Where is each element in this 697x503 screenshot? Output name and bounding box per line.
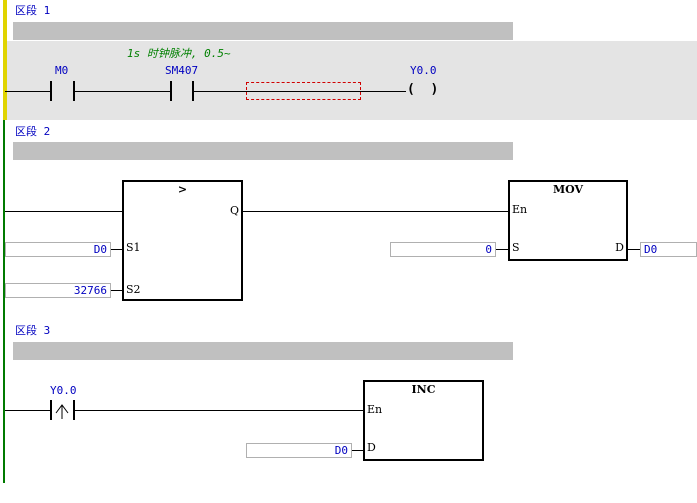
wire [5, 91, 50, 92]
coil-y00-label: Y0.0 [410, 64, 437, 77]
active-network-marker [3, 0, 7, 120]
compare-greater-block[interactable]: > S1 S2 Q [122, 180, 243, 301]
pin-d: D [367, 441, 376, 454]
coil-y00[interactable]: ( ) [407, 82, 439, 97]
rising-edge-arrow-icon [55, 404, 69, 419]
wire [75, 91, 170, 92]
pin-en: En [512, 203, 528, 216]
contact-y00-label: Y0.0 [50, 384, 77, 397]
s1-operand-field[interactable]: D0 [5, 242, 111, 257]
power-rail [3, 0, 5, 483]
wire [5, 211, 123, 212]
network-2-label[interactable]: 区段 2 [15, 125, 51, 138]
wire [111, 290, 123, 291]
inc-block[interactable]: INC En D [363, 380, 484, 461]
contact-m0-label: M0 [55, 64, 69, 77]
pin-s2: S2 [126, 283, 141, 296]
mov-d-operand-field[interactable]: D0 [640, 242, 697, 257]
contact-bar [170, 81, 172, 101]
wire [111, 249, 123, 250]
network-3-label[interactable]: 区段 3 [15, 324, 51, 337]
pin-q: Q [229, 204, 239, 217]
selection-cursor[interactable] [246, 82, 361, 100]
selected-network-highlight [7, 41, 697, 120]
contact-bar [73, 81, 75, 101]
contact-bar [73, 400, 75, 420]
pin-en: En [367, 403, 383, 416]
s2-operand-field[interactable]: 32766 [5, 283, 111, 298]
wire [352, 450, 364, 451]
wire [194, 91, 406, 92]
block-title: > [177, 183, 188, 196]
wire [243, 211, 509, 212]
block-title: INC [411, 383, 436, 396]
mov-s-operand-field[interactable]: 0 [390, 242, 496, 257]
block-title: MOV [552, 183, 584, 196]
contact-bar [192, 81, 194, 101]
contact-bar [50, 400, 52, 420]
pin-s: S [512, 241, 520, 254]
contact-bar [50, 81, 52, 101]
pin-d: D [615, 241, 624, 254]
contact-sm407-label: SM407 [165, 64, 199, 77]
wire [75, 410, 364, 411]
wire [5, 410, 50, 411]
network-3-comment-bar[interactable] [13, 342, 513, 360]
pin-s1: S1 [126, 241, 141, 254]
network-1-label[interactable]: 区段 1 [15, 4, 51, 17]
wire [628, 249, 640, 250]
network-2-comment-bar[interactable] [13, 142, 513, 160]
inc-d-operand-field[interactable]: D0 [246, 443, 352, 458]
mov-block[interactable]: MOV En S D [508, 180, 628, 261]
wire [496, 249, 509, 250]
contact-comment: 1s 时钟脉冲, 0.5~ [127, 47, 231, 60]
network-1-comment-bar[interactable] [13, 22, 513, 40]
